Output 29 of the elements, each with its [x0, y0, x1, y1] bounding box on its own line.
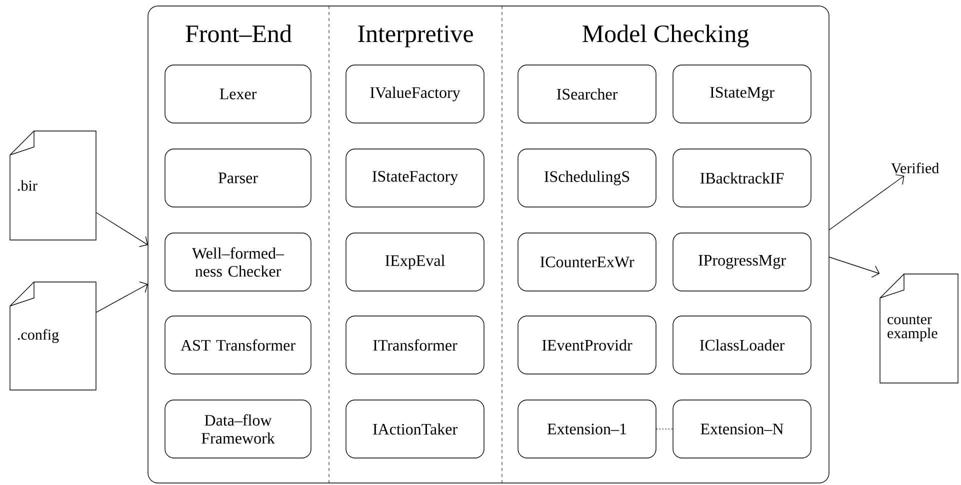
column-heading: Model Checking: [582, 24, 749, 48]
component-box: IStateFactory: [346, 148, 484, 208]
arrow: [96, 212, 148, 247]
component-box: ISchedulingS: [518, 148, 656, 208]
component-box: IProgressMgr: [672, 232, 812, 292]
component-box: Parser: [164, 148, 312, 208]
component-box: ITransformer: [346, 316, 484, 374]
component-box: Extension–N: [672, 400, 812, 458]
column-heading: Interpretive: [358, 25, 473, 48]
result-label: Verified: [891, 162, 939, 174]
arrow: [96, 282, 148, 313]
component-box: Data–flow Framework: [164, 400, 312, 458]
column-heading: Front–End: [186, 24, 292, 42]
component-box: ICounterExWr: [518, 232, 656, 292]
component-box: Extension–1: [518, 400, 656, 458]
arrow: [828, 174, 904, 230]
component-box: IEventProvidr: [518, 316, 656, 374]
component-box: Lexer: [164, 64, 312, 124]
component-box: IExpEval: [346, 232, 484, 292]
component-box: IClassLoader: [672, 316, 812, 374]
component-box: IActionTaker: [346, 400, 484, 458]
component-box: IBacktrackIF: [672, 148, 812, 208]
component-box: IStateMgr: [672, 64, 812, 124]
component-box: AST Transformer: [164, 316, 312, 374]
arrow: [828, 256, 880, 278]
component-box: Well–formed– ness Checker: [164, 232, 312, 292]
component-box: ISearcher: [518, 64, 656, 124]
component-box: IValueFactory: [346, 64, 484, 124]
panel-frame: [148, 6, 830, 484]
